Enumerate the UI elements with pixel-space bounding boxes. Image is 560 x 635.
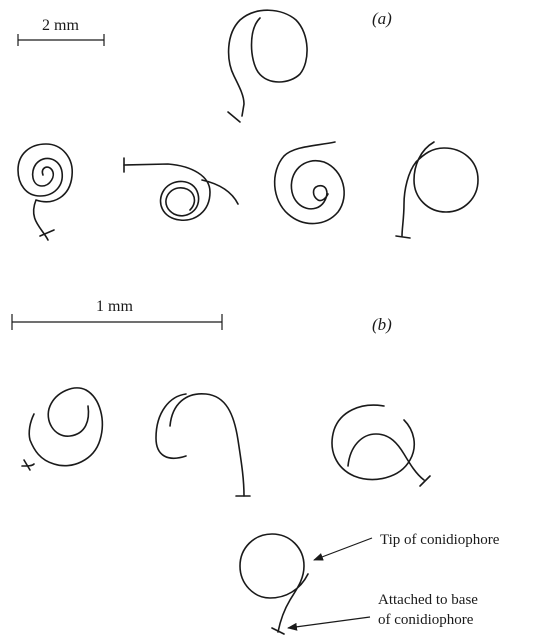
scale-label-2mm: 2 mm	[42, 17, 79, 34]
coil-b-2	[155, 393, 251, 497]
panel-b: 1 mm (b) Tip of conidiophore Attached to…	[11, 298, 500, 635]
arrow-tip	[313, 537, 373, 561]
annotation-base-line2: of conidiophore	[378, 612, 474, 628]
annotation-tip: Tip of conidiophore	[380, 532, 500, 548]
coil-a-3	[273, 141, 345, 225]
panel-a-label: (a)	[372, 9, 392, 28]
panel-b-label: (b)	[372, 315, 392, 334]
coil-b-annotated	[239, 533, 309, 635]
scale-bar-1mm: 1 mm	[11, 298, 223, 330]
coil-a-2	[123, 157, 239, 221]
annotation-base-line1: Attached to base	[378, 592, 478, 608]
coil-b-3	[331, 404, 431, 487]
scale-label-1mm: 1 mm	[96, 298, 133, 315]
panel-a: 2 mm (a)	[17, 9, 479, 241]
scale-bar-2mm: 2 mm	[17, 17, 105, 46]
coil-b-1	[21, 387, 104, 471]
coil-a-1	[17, 143, 73, 241]
coil-a-4	[395, 141, 479, 239]
arrow-base	[287, 616, 371, 631]
coil-a-top	[227, 9, 308, 123]
